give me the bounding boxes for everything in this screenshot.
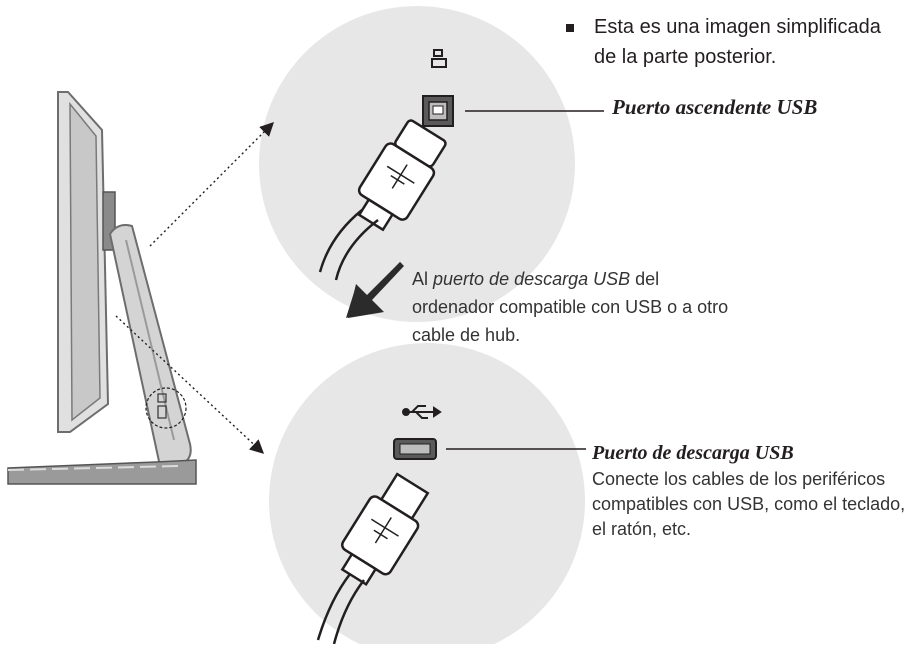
leader-lower <box>115 315 265 454</box>
note-text: Esta es una imagen simplificada de la pa… <box>594 16 881 68</box>
simplified-image-note: Esta es una imagen simplificada de la pa… <box>566 12 906 72</box>
lower-cable <box>316 573 365 645</box>
instruction-prefix: Al <box>412 269 434 289</box>
leader-upper <box>149 122 274 247</box>
downstream-port-description: Conecte los cables de los periféricos co… <box>592 469 906 539</box>
connection-instruction: Al puerto de descarga USB del ordenador … <box>412 265 742 349</box>
monitor-side-view <box>7 91 197 485</box>
usb-b-port-icon <box>422 95 454 127</box>
note-bullet <box>566 24 574 32</box>
downstream-port-callout: Puerto de descarga USB Conecte los cable… <box>592 441 910 542</box>
upstream-port-label: Puerto ascendente USB <box>612 95 818 119</box>
port-highlight-circle <box>145 387 187 429</box>
upper-cable <box>318 209 379 281</box>
usb-b-plug-icon <box>357 119 447 232</box>
usb-trident-icon <box>402 405 442 419</box>
usb-a-port-icon <box>393 438 437 460</box>
instruction-rest: del ordenador compatible con USB o a otr… <box>412 269 729 345</box>
instruction-port-name: puerto de descarga USB <box>433 269 631 289</box>
downstream-port-label: Puerto de descarga USB <box>592 442 794 464</box>
network-port-icon <box>431 49 447 68</box>
usb-a-plug-icon <box>340 472 430 587</box>
connection-arrow <box>346 262 404 318</box>
